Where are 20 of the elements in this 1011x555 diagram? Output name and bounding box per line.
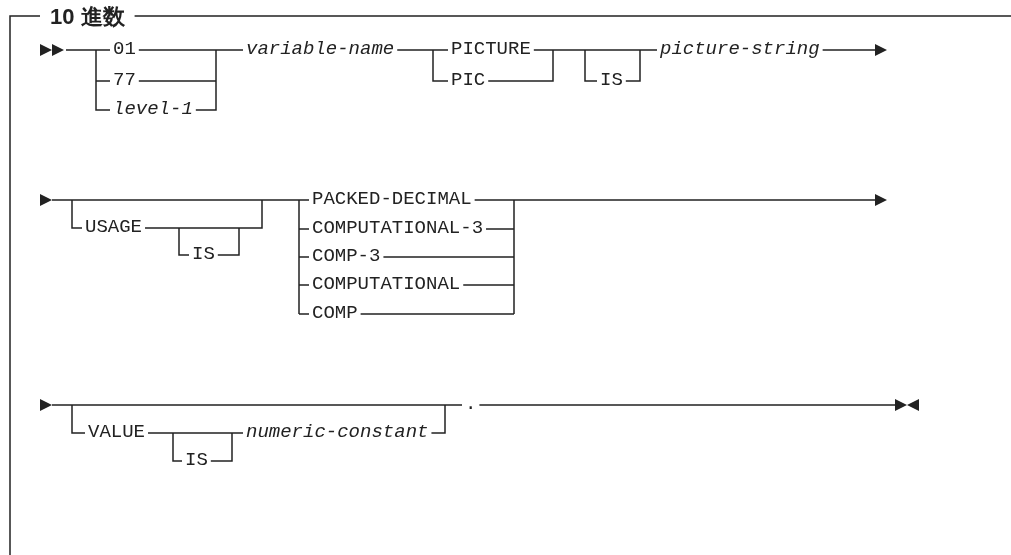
period-text: .	[465, 393, 477, 415]
keyword-text: IS	[192, 243, 215, 265]
keyword-text: COMP-3	[312, 245, 381, 267]
keyword-text: PACKED-DECIMAL	[312, 188, 472, 210]
keyword-text: IS	[185, 449, 208, 471]
keyword-text: PICTURE	[451, 38, 531, 60]
keyword-text: USAGE	[85, 216, 142, 238]
keyword-text: IS	[600, 69, 623, 91]
keyword-text: 01	[113, 38, 136, 60]
keyword-text: VALUE	[88, 421, 145, 443]
keyword-text: COMP	[312, 302, 358, 324]
keyword-text: COMPUTATIONAL-3	[312, 217, 484, 239]
keyword-text: 77	[113, 69, 136, 91]
placeholder-text: picture-string	[660, 38, 820, 60]
keyword-text: COMPUTATIONAL	[312, 273, 461, 295]
keyword-text: PIC	[451, 69, 486, 91]
placeholder-text: level-1	[113, 98, 193, 120]
diagram-title: 10 進数	[50, 4, 125, 30]
placeholder-text: numeric-constant	[246, 421, 429, 443]
placeholder-text: variable-name	[246, 38, 395, 60]
